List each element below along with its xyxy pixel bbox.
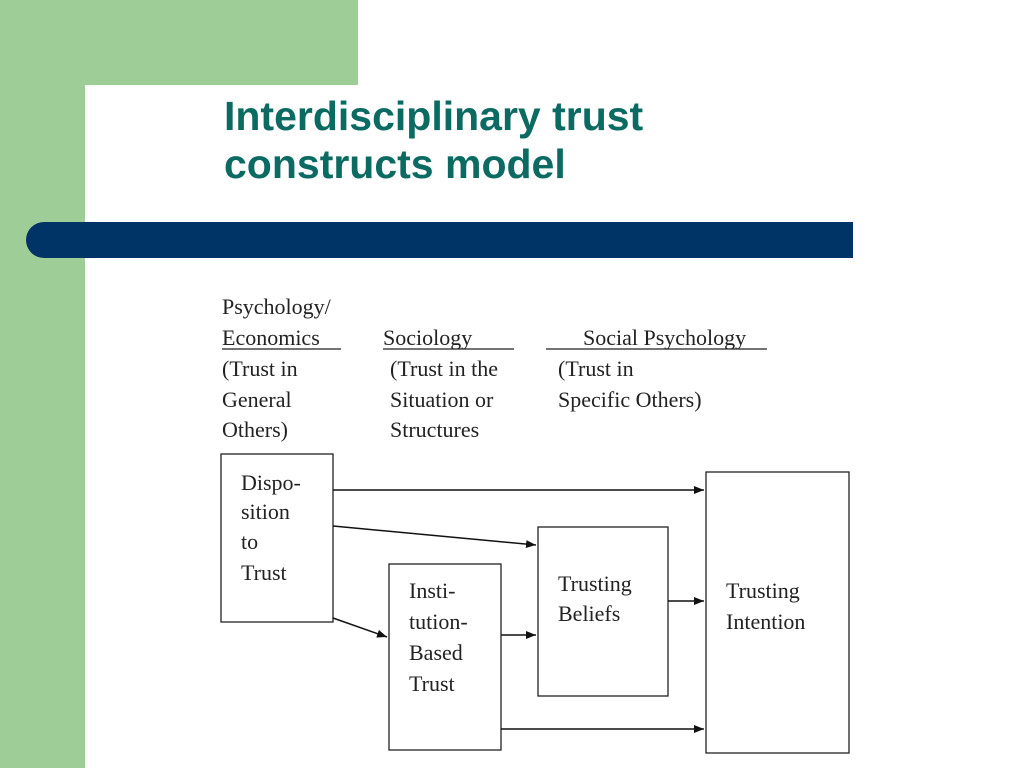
disposition-label-line-3: to — [241, 529, 258, 554]
institution-label-line-3: Based — [409, 640, 463, 665]
sociology-header: Sociology (Trust in the Situation or Str… — [383, 325, 514, 442]
psychology-header: Psychology/ Economics (Trust in General … — [222, 294, 341, 442]
psychology-heading-line-1: Psychology/ — [222, 294, 332, 319]
beliefs-box-outline — [537, 526, 669, 697]
slide-title-line-2: constructs model — [224, 141, 566, 187]
disposition-label-line-4: Trust — [241, 560, 287, 585]
sociology-desc-line-2: Situation or — [390, 387, 494, 412]
slide-title: Interdisciplinary trust constructs model — [224, 92, 824, 188]
psychology-desc-line-3: Others) — [222, 417, 288, 442]
institution-based-trust-box: Insti- tution- Based Trust — [388, 563, 502, 751]
trusting-beliefs-box: Trusting Beliefs — [537, 526, 669, 697]
social-psychology-desc-line-1: (Trust in — [558, 356, 634, 381]
social-psychology-heading: Social Psychology — [583, 325, 746, 350]
social-psychology-desc-line-2: Specific Others) — [558, 387, 702, 412]
psychology-desc-line-1: (Trust in — [222, 356, 298, 381]
slide-title-line-1: Interdisciplinary trust — [224, 93, 644, 139]
institution-label-line-4: Trust — [409, 671, 455, 696]
title-divider-bar — [26, 222, 853, 258]
institution-box-outline — [388, 563, 502, 751]
disposition-to-trust-box: Dispo- sition to Trust — [220, 453, 334, 623]
left-green-band — [0, 0, 85, 768]
arrow-disposition-to-institution — [332, 617, 388, 638]
institution-label-line-2: tution- — [409, 609, 468, 634]
top-green-band — [0, 0, 358, 85]
beliefs-label-line-2: Beliefs — [558, 601, 620, 626]
sociology-desc-line-3: Structures — [390, 417, 479, 442]
trusting-intention-box: Trusting Intention — [705, 471, 850, 754]
disposition-box-outline — [220, 453, 334, 623]
institution-label-line-1: Insti- — [409, 578, 455, 603]
sociology-heading: Sociology — [383, 325, 472, 350]
intention-label-line-2: Intention — [726, 609, 805, 634]
psychology-desc-line-2: General — [222, 387, 292, 412]
disposition-label-line-1: Dispo- — [241, 470, 301, 495]
psychology-heading-line-2: Economics — [222, 325, 320, 350]
beliefs-label-line-1: Trusting — [558, 571, 632, 596]
intention-label-line-1: Trusting — [726, 578, 800, 603]
intention-box-outline — [705, 471, 850, 754]
disposition-label-line-2: sition — [241, 499, 290, 524]
arrow-disposition-to-beliefs — [332, 525, 537, 549]
social-psychology-header: Social Psychology (Trust in Specific Oth… — [546, 325, 767, 412]
sociology-desc-line-1: (Trust in the — [390, 356, 498, 381]
